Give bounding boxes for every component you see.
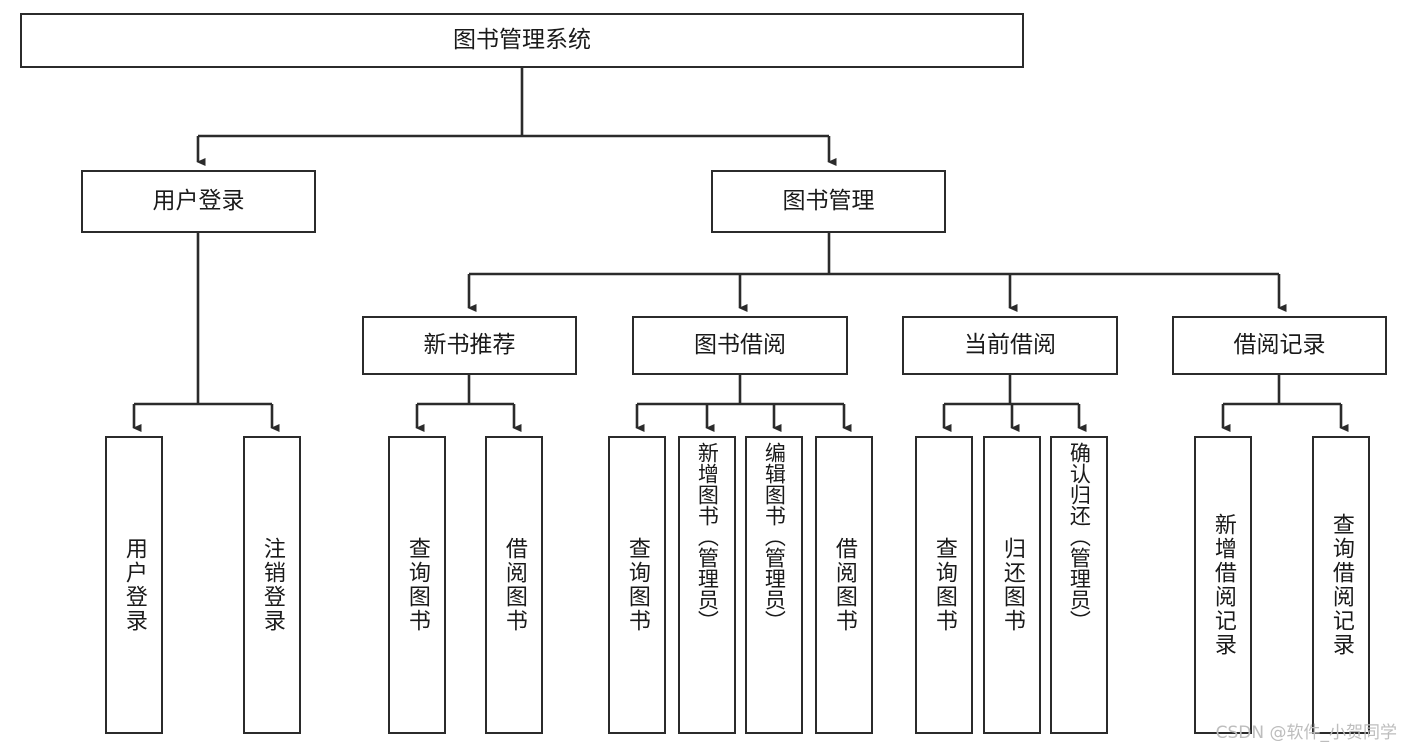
node-label: 借阅记录 (1233, 332, 1326, 359)
leaf-borrow-book[interactable]: 借阅图书 (815, 436, 873, 734)
leaf-add-book-admin[interactable]: 新增图书（管理员） (678, 436, 736, 734)
node-root-book-management-system[interactable]: 图书管理系统 (20, 13, 1024, 68)
leaf-user-login[interactable]: 用户登录 (105, 436, 163, 734)
node-borrow-record[interactable]: 借阅记录 (1172, 316, 1387, 375)
node-label: 用户登录 (121, 537, 147, 633)
watermark-text: CSDN @软件_小贺同学 (1215, 723, 1397, 743)
node-label: 图书管理系统 (453, 27, 591, 54)
leaf-confirm-return-admin[interactable]: 确认归还（管理员） (1050, 436, 1108, 734)
node-label: 当前借阅 (964, 332, 1056, 359)
node-new-book-recommend[interactable]: 新书推荐 (362, 316, 577, 375)
node-label: 查询图书 (404, 537, 430, 633)
leaf-query-borrow-record[interactable]: 查询借阅记录 (1312, 436, 1370, 734)
node-label: 归还图书 (999, 537, 1025, 633)
node-book-borrow[interactable]: 图书借阅 (632, 316, 848, 375)
node-label: 查询图书 (931, 537, 957, 633)
leaf-query-book-recommend[interactable]: 查询图书 (388, 436, 446, 734)
node-book-management[interactable]: 图书管理 (711, 170, 946, 233)
node-label: 新书推荐 (423, 332, 516, 359)
leaf-add-borrow-record[interactable]: 新增借阅记录 (1194, 436, 1252, 734)
node-label: 编辑图书（管理员） (762, 442, 787, 631)
node-label: 查询借阅记录 (1328, 513, 1354, 657)
node-label: 借阅图书 (501, 537, 527, 633)
node-current-borrow[interactable]: 当前借阅 (902, 316, 1118, 375)
node-label: 注销登录 (259, 537, 285, 633)
node-label: 图书借阅 (694, 332, 786, 359)
leaf-edit-book-admin[interactable]: 编辑图书（管理员） (745, 436, 803, 734)
leaf-query-book-borrow[interactable]: 查询图书 (608, 436, 666, 734)
node-label: 确认归还（管理员） (1067, 442, 1092, 631)
node-label: 图书管理 (782, 188, 875, 215)
node-label: 查询图书 (624, 537, 650, 633)
node-label: 用户登录 (152, 188, 245, 215)
node-label: 新增借阅记录 (1210, 513, 1236, 657)
leaf-query-book-current[interactable]: 查询图书 (915, 436, 973, 734)
leaf-return-book[interactable]: 归还图书 (983, 436, 1041, 734)
leaf-borrow-book-recommend[interactable]: 借阅图书 (485, 436, 543, 734)
node-user-login[interactable]: 用户登录 (81, 170, 316, 233)
leaf-user-logout[interactable]: 注销登录 (243, 436, 301, 734)
node-label: 新增图书（管理员） (695, 442, 720, 631)
node-label: 借阅图书 (831, 537, 857, 633)
